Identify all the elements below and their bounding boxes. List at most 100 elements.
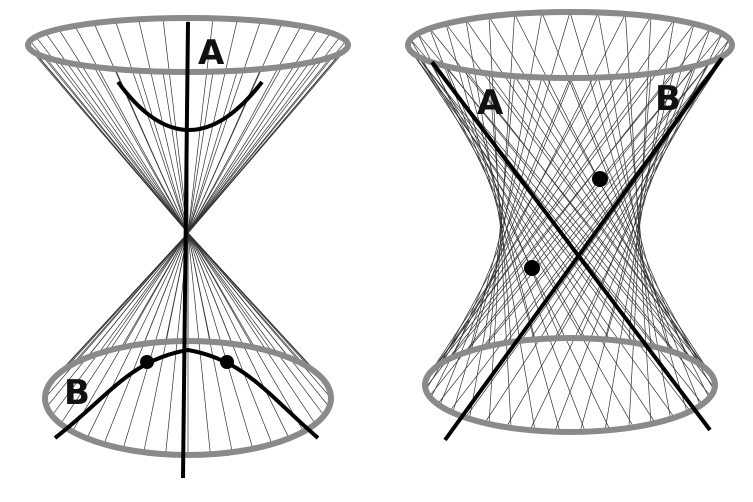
cone-upper-ruling [187,60,318,234]
double-cone-figure: A B [25,15,351,479]
hyperboloid-ruling-family-2 [429,23,695,374]
cone-upper-ruling [93,23,189,234]
point-lower-left [524,260,540,276]
hyperboloid-ruling-family-1 [430,75,626,373]
hyperboloid-ruling-family-1 [597,12,671,419]
cone-lower-ruling [187,232,273,353]
cone-upper-ruling [187,66,283,234]
cone-lower-ruling [187,232,325,416]
hyperboloid-label-a: A [477,83,504,123]
hyperboloid-ruling-family-1 [554,28,711,432]
cone-label-b: B [64,373,90,413]
cone-upper-ruling [187,53,341,234]
cone-upper-ruling [187,18,214,234]
hyperboloid-ruling-family-1 [417,33,691,360]
cone-upper-ruling [58,28,189,234]
hyperboloid-ruling-family-2 [449,33,723,360]
hyperboloid-ruling-family-2 [465,70,715,389]
cone-upper-ruling [187,40,347,234]
ruling-line-b [443,56,724,442]
hyperboloid-ruling-family-2 [469,12,543,419]
hyperboloid-bottom-rim [422,335,718,435]
hyperboloid-ruling-family-1 [425,70,675,389]
cone-upper-ruling [162,71,189,234]
cone-lower-ruling [187,232,304,365]
hyperboloid-ruling-family-2 [514,75,710,373]
cone-upper-ruling [74,63,189,234]
hyperboloid-ruling-family-2 [437,28,711,367]
cone-upper-ruling [138,19,189,234]
cone-lower-ruling [143,232,189,344]
cone-bottom-rim [42,338,334,458]
cone-lower-ruling [60,232,189,425]
cone-lower-ruling [122,232,189,348]
hyperboloid-ruling-family-1 [604,19,675,431]
cone-lower-ruling [86,232,189,439]
hyperboloid-ruling-family-2 [569,77,688,358]
hyperboloid-ruling-family-1 [452,77,571,358]
hyperboloid-ruling-family-2 [488,16,512,429]
cone-lower-ruling [72,232,189,365]
focus-point-left [140,355,154,369]
hyperboloid-ruling-family-2 [484,44,733,348]
point-upper-right [592,171,608,187]
hyperboloid-ruling-family-2 [417,33,611,431]
cone-lower-ruling [86,232,189,358]
hyperboloid-figure: A B [405,9,735,442]
hyperboloid-ruling-family-2 [541,77,701,365]
cone-upper-ruling [74,25,189,234]
hyperboloid-ruling-family-2 [465,39,730,353]
hyperboloid-ruling-family-1 [445,23,711,374]
cone-lower-ruling [187,232,211,342]
hyperboloid-ruling-family-2 [425,19,675,382]
upper-hyperbola-branch [116,80,264,132]
cone-upper-ruling [93,66,189,234]
cone-label-a: A [198,33,225,73]
cone-lower-ruling [187,232,305,432]
hyperboloid-ruling-family-1 [429,61,586,339]
hyperboloid-ruling-family-1 [488,73,512,343]
cone-lower-ruling [187,232,290,439]
cone-lower-ruling [187,232,316,425]
cone-lower-ruling [187,232,254,348]
hyperboloid-ruling-lines [407,11,733,432]
hyperboloid-ruling-family-1 [484,44,733,424]
hyperboloid-ruling-family-2 [407,44,656,424]
hyperboloid-ruling-family-1 [625,13,652,425]
hyperboloid-ruling-family-1 [417,56,611,340]
cone-upper-ruling [187,70,238,234]
cone-lower-ruling [51,232,189,416]
cone-upper-ruling [29,40,189,234]
hyperboloid-ruling-family-2 [410,50,675,418]
cone-lower-ruling [60,232,189,373]
hyperboloid-ruling-family-2 [410,39,635,428]
cone-upper-ruling [58,60,189,234]
hyperboloid-ruling-family-2 [628,73,652,343]
ruling-line-a [430,60,712,432]
hyperboloid-top-rim [405,9,735,81]
cone-lower-ruling [103,232,189,353]
hyperboloid-ruling-family-1 [505,39,730,428]
hyperboloid-ruling-family-1 [579,23,695,432]
cone-upper-ruling [35,36,189,234]
cone-upper-ruling [187,20,261,234]
cone-axis-line [181,21,190,479]
cone-upper-ruling [187,71,214,234]
cone-lower-ruling [71,232,189,432]
cone-upper-ruling [115,20,189,234]
cone-upper-ruling [187,25,302,234]
lower-hyperbola-branch [53,347,320,440]
cone-upper-ruling [187,23,283,234]
hyperboloid-ruling-family-2 [445,23,561,432]
focus-point-right [220,355,234,369]
cone-upper-ruling [187,36,341,234]
cone-upper-ruling [187,63,302,234]
hyperboloid-ruling-family-1 [439,77,599,365]
hyperboloid-ruling-family-2 [488,13,515,425]
cone-upper-ruling [162,18,189,234]
cone-upper-ruling [27,44,189,234]
cone-lower-ruling [187,232,233,344]
hyperboloid-ruling-family-1 [410,50,634,344]
cone-lower-ruling [187,232,290,358]
